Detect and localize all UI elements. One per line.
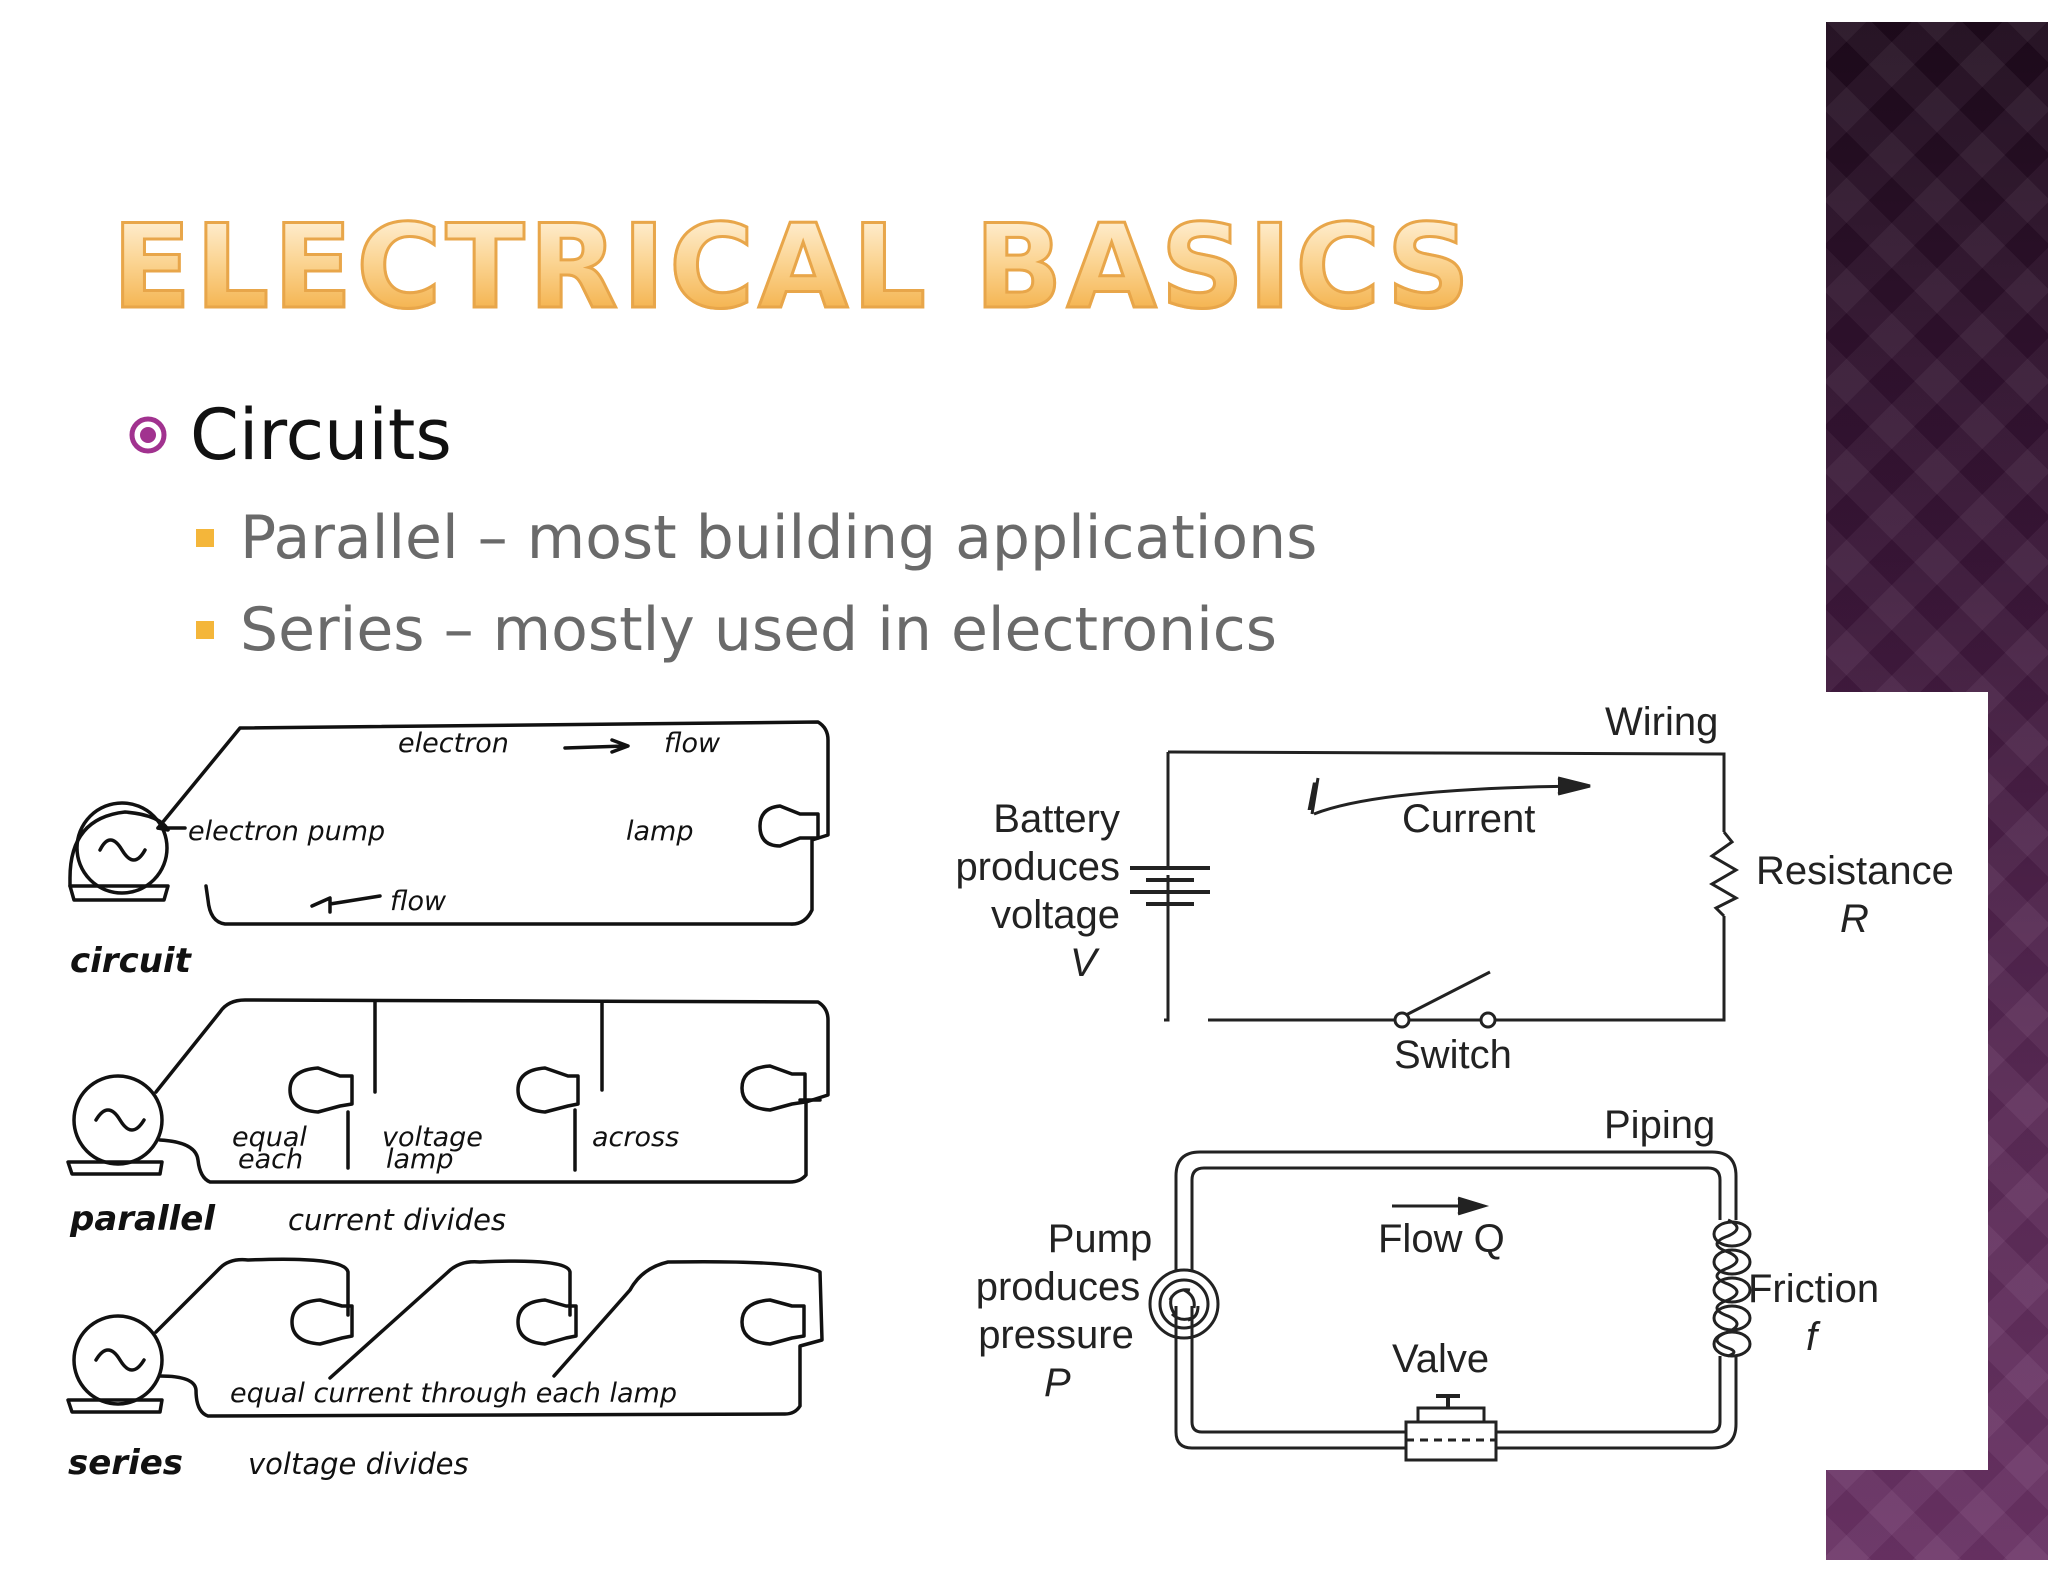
circuit-caption: circuit (70, 941, 193, 981)
slide-title: ELECTRICAL BASICS (110, 200, 1475, 335)
electron-label: electron (398, 728, 509, 759)
parallel-each-label: each (238, 1144, 303, 1175)
pump-symbol: P (1044, 1361, 1071, 1405)
parallel-subcaption: current divides (288, 1203, 506, 1237)
simple-circuit-sketch (68, 720, 830, 926)
pump-line-1: Pump (1048, 1217, 1153, 1261)
electric-circuit-diagram: Wiring I Current Battery produces voltag… (955, 700, 1954, 1077)
current-label: Current (1402, 797, 1535, 841)
wiring-label: Wiring (1605, 700, 1718, 744)
flow-top-label: flow (664, 728, 721, 759)
electron-pump-label: electron pump (188, 816, 385, 847)
square-bullet-icon (196, 621, 214, 639)
switch-label: Switch (1394, 1033, 1512, 1077)
square-bullet-icon (196, 529, 214, 547)
lamp-label: lamp (626, 816, 694, 847)
series-subcaption: voltage divides (248, 1447, 469, 1481)
parallel-equal-label: equal (232, 1122, 307, 1153)
pump-line-2: produces (976, 1265, 1141, 1309)
battery-line-3: voltage (991, 893, 1120, 937)
series-circuit-sketch (66, 1257, 824, 1418)
parallel-caption: parallel (69, 1199, 216, 1239)
hydraulic-analogy-diagram: Piping Flow Q Pump produces pressure P F… (976, 1110, 1879, 1462)
parallel-lamp-label: lamp (386, 1144, 454, 1175)
parallel-across-label: across (592, 1122, 679, 1153)
resistance-symbol: R (1840, 897, 1869, 941)
series-label: equal current through each lamp (230, 1378, 677, 1409)
friction-label: Friction (1748, 1267, 1879, 1311)
pump-line-3: pressure (978, 1313, 1134, 1357)
flow-label: Flow Q (1378, 1217, 1505, 1261)
sub-bullet-label: Parallel – most building applications (240, 503, 1318, 573)
battery-line-1: Battery (993, 797, 1120, 841)
piping-label: Piping (1604, 1110, 1715, 1147)
circuit-sketch-diagram: electron flow electron pump lamp flow ci… (66, 720, 830, 1483)
valve-label: Valve (1392, 1337, 1489, 1381)
friction-symbol: f (1806, 1315, 1821, 1359)
flow-bottom-label: flow (390, 886, 447, 917)
series-caption: series (68, 1443, 183, 1483)
sub-bullet-parallel: Parallel – most building applications (196, 508, 1317, 568)
sub-bullet-series: Series – mostly used in electronics (196, 600, 1277, 660)
current-symbol: I (1306, 775, 1317, 819)
battery-line-2: produces (955, 845, 1120, 889)
bullet-label: Circuits (190, 394, 452, 476)
parallel-circuit-sketch (66, 998, 830, 1184)
battery-symbol: V (1070, 941, 1100, 985)
resistance-label: Resistance (1756, 849, 1954, 893)
sub-bullet-label: Series – mostly used in electronics (240, 595, 1277, 665)
target-bullet-icon (129, 416, 167, 454)
parallel-voltage-label: voltage (382, 1122, 483, 1153)
bullet-circuits: Circuits (128, 400, 452, 470)
side-panel-cutout (1826, 692, 1988, 1470)
